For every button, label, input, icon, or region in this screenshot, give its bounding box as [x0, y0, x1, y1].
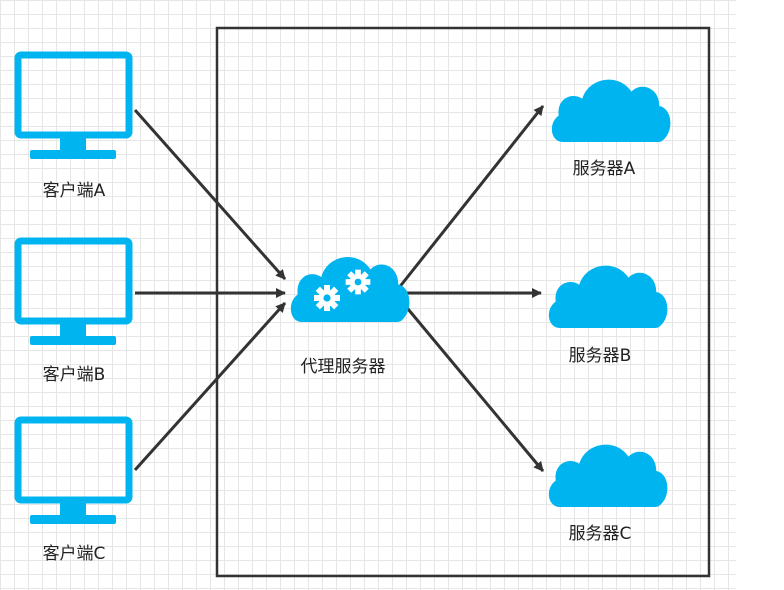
server-c-label: 服务器C [568, 524, 632, 544]
cloud-icon [551, 79, 671, 142]
cloud-icon [548, 265, 668, 328]
client-b-label: 客户端B [42, 365, 106, 385]
proxy-boundary-frame [215, 26, 711, 578]
arrow-client-c-to-proxy [133, 301, 287, 472]
monitor-icon [18, 420, 129, 524]
server-a-label: 服务器A [572, 159, 636, 179]
monitor-icon [18, 55, 129, 159]
gear-icon [345, 269, 371, 295]
proxy-label: 代理服务器 [300, 357, 386, 377]
arrow-proxy-to-server-c [396, 296, 545, 472]
client-a-label: 客户端A [42, 181, 106, 201]
cloud-icon [548, 444, 668, 507]
gear-icon [314, 285, 340, 311]
page-margin [736, 0, 784, 590]
arrow-client-a-to-proxy [133, 109, 287, 280]
arrow-proxy-to-server-a [396, 105, 545, 290]
client-c-label: 客户端C [42, 544, 106, 564]
server-b-label: 服务器B [568, 346, 632, 366]
monitor-icon [18, 241, 129, 345]
